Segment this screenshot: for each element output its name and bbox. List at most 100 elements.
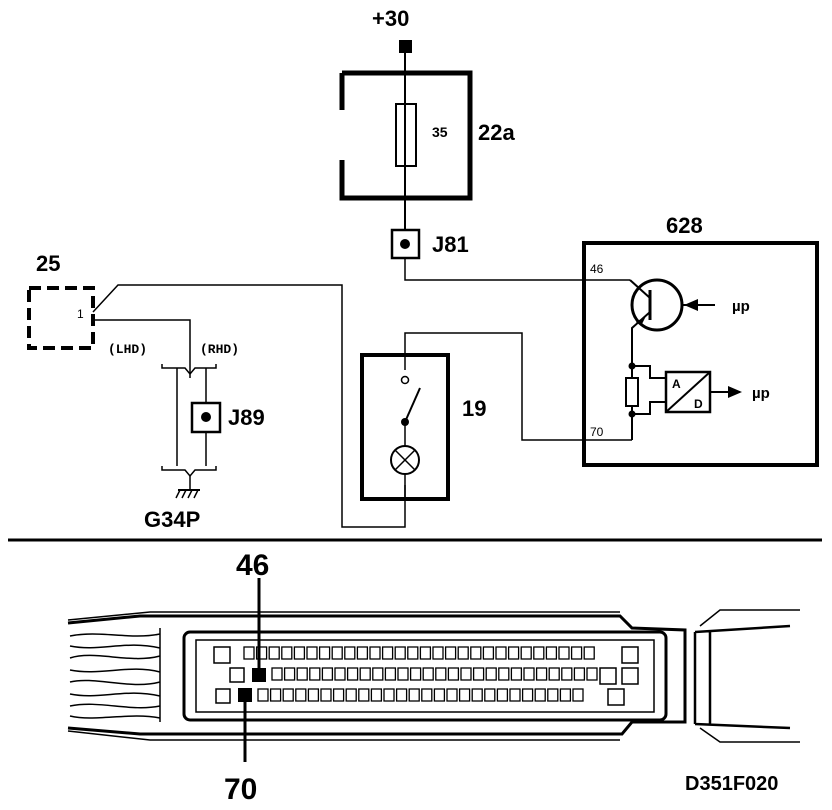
supply-label: +30 [372,6,409,31]
pin-cavity [282,688,294,702]
pin-cavity [548,667,560,681]
adc-a: A [672,377,681,391]
pin-cavity [397,667,409,681]
connector-j81-label: J81 [432,232,469,257]
lhd-label: (LHD) [108,342,147,357]
highlight-pin-70 [238,688,252,702]
pin-cavity [409,667,422,681]
pin-cavity [447,667,460,681]
pin-cavity [547,688,559,702]
pin-cavity [422,667,434,681]
pin-cavity [534,688,546,702]
pin-cavity [281,646,293,660]
component-25: 25 1 [27,251,95,350]
pin-cavity [370,688,383,702]
pin-cavity [561,667,573,681]
figure-code: D351F020 [685,773,778,795]
pin-cavity [408,688,420,702]
pin-cavity [558,646,570,660]
switch-unit-id: 19 [462,396,486,421]
pin-cavity [346,667,359,681]
pin-cavity [484,688,496,702]
pin-rows [213,646,639,706]
pin-cavity [332,688,345,702]
pin-cavity [268,646,280,660]
pin-cavity [559,688,572,702]
pin-cavity [520,646,532,660]
pin-cavity [570,646,583,660]
switch-unit-19: 19 [360,353,486,501]
pin-cavity [510,667,523,681]
pin-cavity [458,688,471,702]
fuse-rating: 35 [432,124,448,140]
ecu-id: 628 [666,213,703,238]
pin-cavity [509,688,521,702]
pin-cavity [472,667,485,681]
pin-cavity [521,688,534,702]
pin-cavity [485,667,497,681]
connector-j89: J89 [190,401,265,434]
pin-cavity [460,667,472,681]
component-25-pin: 1 [77,307,84,321]
pin-cavity [331,646,343,660]
pin-cavity [381,646,394,660]
pin-cavity [345,688,357,702]
pin-cavity [283,667,296,681]
ecu-signal-2: µp [752,385,770,402]
pin-cavity [446,688,458,702]
pin-cavity [309,667,321,681]
cable-bundle [69,628,161,722]
pin-cavity [496,688,509,702]
pin-cavity [435,667,447,681]
pin-cavity [295,688,307,702]
pin-cavity [257,688,269,702]
pin-cavity [507,646,520,660]
pin-cavity [583,646,595,660]
pin-cavity [471,688,483,702]
pin-cavity [495,646,507,660]
component-25-id: 25 [36,251,60,276]
ecu-connector-plug [67,578,800,762]
pin-cavity [306,646,318,660]
pin-cavity [369,646,381,660]
pin-cavity [383,688,395,702]
highlight-pin-46 [252,668,266,682]
fuse-id: 22a [478,120,515,145]
ecu-628: 628 46 70 µp A D µp [582,213,819,467]
pin-cavity [621,646,639,664]
connector-pin-70-label: 70 [224,773,257,806]
pin-cavity [229,667,245,683]
fuse-box-22a: 35 22a [339,70,515,201]
ground-symbol [175,476,200,499]
pin-cavity [572,688,584,702]
pin-cavity [432,646,444,660]
connector-j89-label: J89 [228,405,265,430]
pin-cavity [395,688,408,702]
pin-cavity [213,646,231,664]
pin-cavity [243,646,255,660]
pin-cavity [372,667,384,681]
pin-cavity [419,646,432,660]
rhd-label: (RHD) [200,342,239,357]
pin-cavity [334,667,346,681]
pin-cavity [356,646,369,660]
pin-cavity [344,646,356,660]
pin-cavity [271,667,283,681]
pin-cavity [384,667,397,681]
pin-cavity [255,646,268,660]
pin-cavity [545,646,558,660]
connector-j81: J81 [390,228,469,260]
ecu-pin-46: 46 [590,262,604,276]
pin-cavity [407,646,419,660]
pin-cavity [482,646,495,660]
pin-cavity [433,688,446,702]
pin-cavity [470,646,482,660]
pin-cavity [533,646,545,660]
pin-cavity [321,667,334,681]
ecu-signal-1: µp [732,298,750,315]
pin-cavity [293,646,306,660]
pin-cavity [599,667,617,685]
supply-terminal [399,40,412,53]
pin-cavity [586,667,598,681]
